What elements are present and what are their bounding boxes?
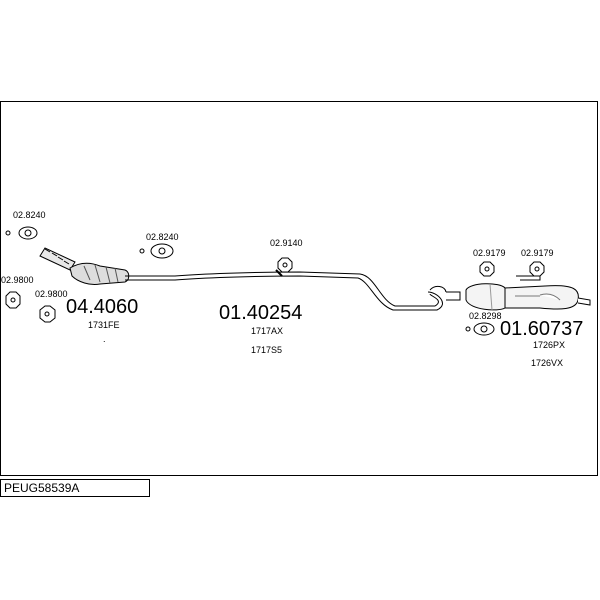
part-number-front[interactable]: 04.4060 xyxy=(66,296,139,318)
part-number-middle[interactable]: 01.40254 xyxy=(219,302,303,324)
rear-hanger-b-icon[interactable] xyxy=(529,261,545,277)
hanger-bracket-icon xyxy=(275,269,283,277)
rear-silencer-part[interactable] xyxy=(465,275,591,311)
part-ref-middle-1: 1717AX xyxy=(251,326,284,336)
part-ref-front-dot: . xyxy=(103,334,106,344)
mid-clamp-icon[interactable] xyxy=(139,243,174,259)
middle-hanger-icon[interactable] xyxy=(277,257,293,273)
left-gasket-icon[interactable] xyxy=(5,291,21,309)
part-number-rear[interactable]: 01.60737 xyxy=(500,318,584,340)
part-ref-rear-2: 1726VX xyxy=(531,358,564,368)
rear-hanger-a-icon[interactable] xyxy=(479,261,495,277)
label-clamp-rear: 02.8298 xyxy=(469,311,502,321)
label-hanger-rear-b: 02.9179 xyxy=(521,248,554,258)
left-gasket-2-icon[interactable] xyxy=(39,305,56,323)
label-clamp-mid-left: 02.8240 xyxy=(146,232,179,242)
label-hanger-rear-a: 02.9179 xyxy=(473,248,506,258)
diagram-frame xyxy=(0,101,598,476)
part-ref-front-1: 1731FE xyxy=(88,320,120,330)
part-ref-middle-2: 1717S5 xyxy=(251,345,283,355)
front-clamp-icon[interactable] xyxy=(5,226,38,240)
sheet-code: PEUG58539A xyxy=(4,481,80,495)
label-gasket-left-b: 02.9800 xyxy=(35,289,68,299)
sheet-code-box: PEUG58539A xyxy=(0,479,150,497)
label-gasket-left-a: 02.9800 xyxy=(1,275,34,285)
front-catalytic-converter-part[interactable] xyxy=(39,247,145,285)
label-hanger-middle: 02.9140 xyxy=(270,238,303,248)
part-ref-rear-1: 1726PX xyxy=(533,340,566,350)
rear-clamp-icon[interactable] xyxy=(465,322,495,336)
label-clamp-top-left: 02.8240 xyxy=(13,210,46,220)
middle-pipe-part[interactable] xyxy=(145,271,461,311)
